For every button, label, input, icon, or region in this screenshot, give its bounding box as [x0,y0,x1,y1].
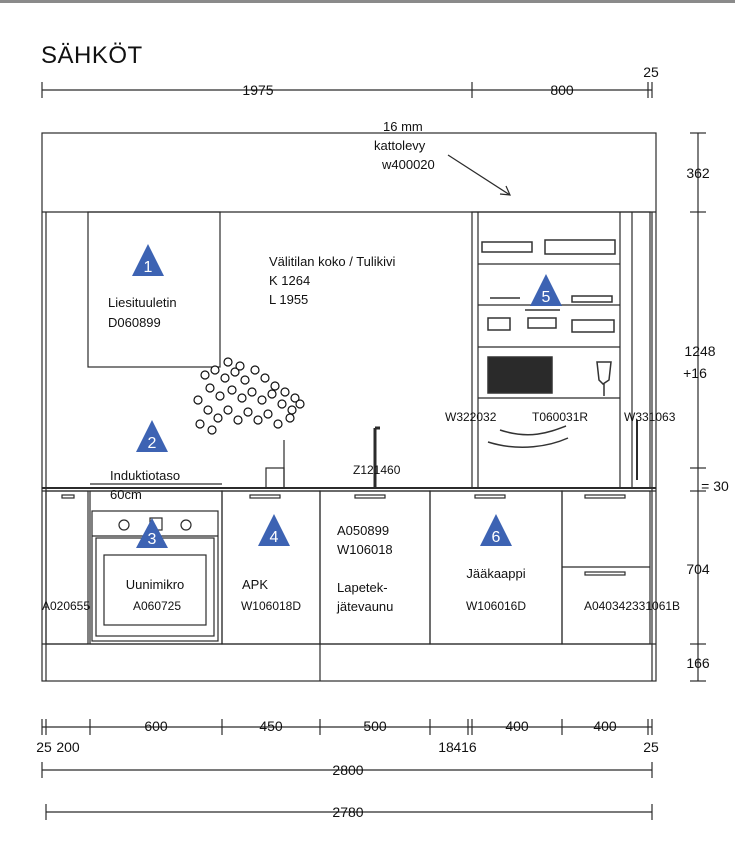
dishes-illustration [481,239,616,448]
dim-sub-200: 200 [56,739,80,755]
top-border [0,0,735,3]
marker-4-label: 4 [270,529,279,546]
hood-cabinet [87,211,221,368]
marker-3-triangle [136,518,168,548]
outer-frame [41,132,657,682]
wall-space-line-2: K 1264 [269,273,310,288]
sink-code-1: A050899 [337,523,389,538]
dim-right-30: = 30 [701,478,729,494]
dim-total-2800: 2800 [332,762,363,778]
dim-top-1975: 1975 [242,82,273,98]
hood-name: Liesituuletin [108,295,177,310]
faucet-code: Z121460 [353,463,401,477]
marker-3-label: 3 [148,531,157,548]
note-line-1: 16 mm [383,119,423,134]
marker-5-label: 5 [542,289,551,306]
fridge-code: W106016D [466,599,526,613]
cabinet-code-1: W322032 [445,410,497,424]
note-arrow [447,154,511,196]
dim-sub-25-left: 25 [36,739,52,755]
dishwasher-cabinet [221,490,321,645]
dim-bottom-400b: 400 [593,718,617,734]
oven-code: A060725 [133,599,181,613]
note-line-3: w400020 [381,157,435,172]
oven-name: Uunimikro [126,577,185,592]
dim-total-2780: 2780 [332,804,363,820]
dishwasher-code: W106018D [241,599,301,613]
left-panel [45,490,89,645]
note-line-2: kattolevy [374,138,426,153]
left-panel-code: A020655 [42,599,90,613]
dim-right-plus16: +16 [683,365,707,381]
marker-6-label: 6 [492,529,501,546]
marker-2-triangle [136,420,168,452]
sink-name-2: jätevaunu [336,599,393,614]
hood-code: D060899 [108,315,161,330]
dim-sub-416: 416 [453,739,477,755]
page-title: SÄHKÖT [41,42,143,69]
dim-right-362: 362 [686,165,710,181]
marker-4-triangle [258,514,290,546]
cabinet-code-3: W331063 [624,410,676,424]
sink-cabinet [319,490,431,645]
plant-illustration [193,357,305,435]
wall-space-line-1: Välitilan koko / Tulikivi [269,254,396,269]
dim-top-25: 25 [643,64,659,80]
sink-code-2: W106018 [337,542,393,557]
drawer-codes: A040342331061B [584,599,680,613]
dim-sub-18: 18 [438,739,454,755]
marker-2-label: 2 [148,435,157,452]
cabinet-code-2: T060031R [532,410,588,424]
wall-space-line-3: L 1955 [269,292,308,307]
marker-5-triangle [530,274,562,306]
dim-bottom-600: 600 [144,718,168,734]
dim-bottom-400a: 400 [505,718,529,734]
dim-right-166: 166 [686,655,710,671]
marker-1-triangle [132,244,164,276]
dim-right-704: 704 [686,561,710,577]
marker-1-label: 1 [144,259,153,276]
fridge-name: Jääkaappi [466,566,525,581]
sink-name-1: Lapetek- [337,580,388,595]
dim-bottom-450: 450 [259,718,283,734]
markers: 1 2 3 4 5 6 [132,244,562,548]
cooktop-size: 60cm [110,487,142,502]
dishwasher-name: APK [242,577,268,592]
dim-bottom-500: 500 [363,718,387,734]
oven-cabinet [89,490,223,645]
dim-sub-25-right: 25 [643,739,659,755]
dim-right-1248: 1248 [684,343,715,359]
dim-top-800: 800 [550,82,574,98]
cooktop-name: Induktiotaso [110,468,180,483]
marker-6-triangle [480,514,512,546]
oven-unit [91,510,219,642]
